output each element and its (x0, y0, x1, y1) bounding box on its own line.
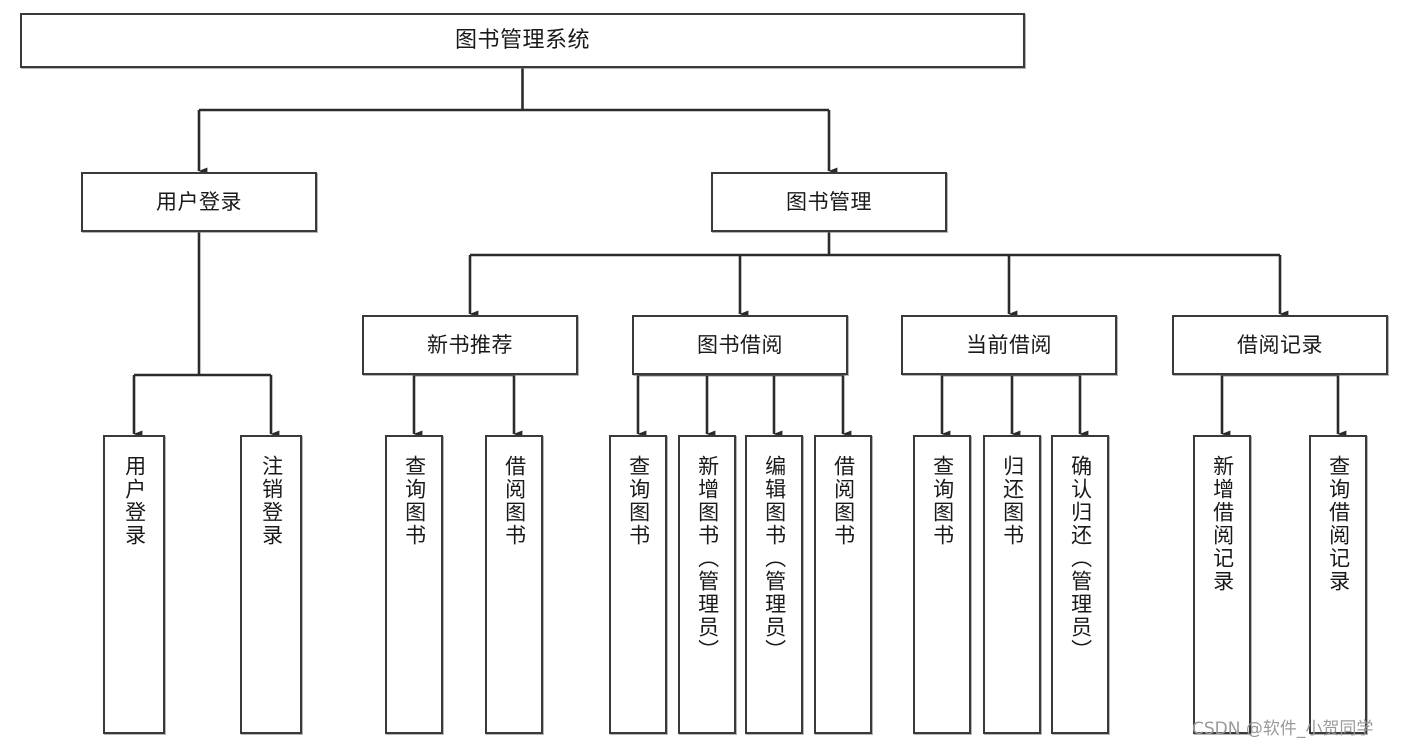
node-label: 新增图书（管理员） (695, 455, 720, 662)
leaf-query-book-current[interactable]: 查询图书 (913, 435, 971, 734)
leaf-query-book-borrow[interactable]: 查询图书 (609, 435, 667, 734)
leaf-add-borrow-record[interactable]: 新增借阅记录 (1193, 435, 1251, 734)
leaf-confirm-return-admin[interactable]: 确认归还（管理员） (1051, 435, 1109, 734)
leaf-query-book-newbook[interactable]: 查询图书 (385, 435, 443, 734)
leaf-borrow-book-newbook[interactable]: 借阅图书 (485, 435, 543, 734)
node-label: 借阅图书 (502, 455, 527, 547)
leaf-edit-book-admin[interactable]: 编辑图书（管理员） (745, 435, 803, 734)
node-book-borrow[interactable]: 图书借阅 (632, 315, 848, 375)
node-label: 注销登录 (259, 455, 284, 547)
leaf-user-login[interactable]: 用户登录 (103, 435, 165, 734)
leaf-query-borrow-record[interactable]: 查询借阅记录 (1309, 435, 1367, 734)
csdn-watermark: CSDN @软件_小贺同学 (1192, 719, 1374, 739)
node-label: 图书管理 (786, 189, 872, 214)
leaf-borrow-book[interactable]: 借阅图书 (814, 435, 872, 734)
node-label: 归还图书 (1000, 455, 1025, 547)
node-label: 查询图书 (626, 455, 651, 547)
node-root[interactable]: 图书管理系统 (20, 13, 1025, 68)
node-label: 新书推荐 (427, 332, 513, 357)
node-label: 用户登录 (156, 189, 242, 214)
node-label: 图书管理系统 (454, 27, 590, 53)
node-label: 借阅记录 (1237, 332, 1323, 357)
node-label: 图书借阅 (697, 332, 783, 357)
node-label: 新增借阅记录 (1210, 455, 1235, 593)
node-label: 查询图书 (930, 455, 955, 547)
node-book-management[interactable]: 图书管理 (711, 172, 947, 232)
node-label: 借阅图书 (831, 455, 856, 547)
leaf-return-book[interactable]: 归还图书 (983, 435, 1041, 734)
node-label: 编辑图书（管理员） (762, 455, 787, 662)
node-borrow-records[interactable]: 借阅记录 (1172, 315, 1388, 375)
node-label: 查询借阅记录 (1326, 455, 1351, 593)
leaf-logout-login[interactable]: 注销登录 (240, 435, 302, 734)
node-label: 确认归还（管理员） (1068, 455, 1093, 662)
node-current-borrow[interactable]: 当前借阅 (901, 315, 1117, 375)
node-user-login[interactable]: 用户登录 (81, 172, 317, 232)
edges-group (132, 68, 1347, 438)
node-label: 用户登录 (122, 455, 147, 547)
node-new-book-recommend[interactable]: 新书推荐 (362, 315, 578, 375)
node-label: 查询图书 (402, 455, 427, 547)
leaf-add-book-admin[interactable]: 新增图书（管理员） (678, 435, 736, 734)
node-label: 当前借阅 (966, 332, 1052, 357)
